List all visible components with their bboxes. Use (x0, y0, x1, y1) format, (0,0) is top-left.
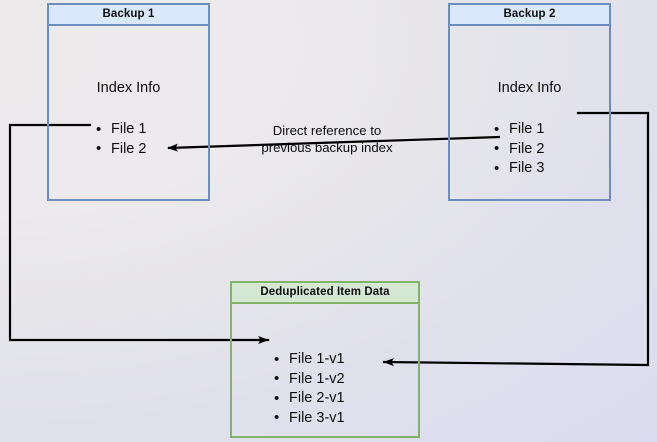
list-item: File 1-v2 (274, 369, 345, 390)
node-backup-1-header: Backup 1 (49, 5, 208, 26)
node-backup-1-body: Index Info File 1 File 2 (49, 26, 208, 199)
list-item: File 3 (494, 159, 544, 179)
list-item: File 1 (96, 120, 146, 140)
node-backup-2-subtitle: Index Info (497, 80, 562, 96)
node-backup-2[interactable]: Backup 2 Index Info File 1 File 2 File 3 (448, 3, 611, 201)
node-backup-2-body: Index Info File 1 File 2 File 3 (450, 26, 609, 199)
node-deduplicated-item-data-header: Deduplicated Item Data (232, 283, 418, 304)
node-backup-1-file-list: File 1 File 2 (96, 120, 146, 159)
node-backup-1[interactable]: Backup 1 Index Info File 1 File 2 (47, 3, 210, 201)
list-item: File 2 (494, 139, 544, 160)
node-deduplicated-item-data-file-list: File 1-v1 File 1-v2 File 2-v1 File 3-v1 (274, 350, 345, 428)
node-backup-1-subtitle: Index Info (96, 80, 161, 96)
edge-label-direct-reference: Direct reference to previous backup inde… (261, 123, 393, 155)
list-item: File 1-v1 (274, 350, 345, 370)
list-item: File 2 (96, 139, 146, 160)
list-item: File 3-v1 (274, 408, 345, 429)
node-backup-2-header: Backup 2 (450, 5, 609, 26)
list-item: File 1 (494, 120, 544, 140)
node-backup-2-file-list: File 1 File 2 File 3 (494, 120, 544, 179)
node-deduplicated-item-data-body: File 1-v1 File 1-v2 File 2-v1 File 3-v1 (232, 304, 418, 436)
list-item: File 2-v1 (274, 389, 345, 409)
node-deduplicated-item-data[interactable]: Deduplicated Item Data File 1-v1 File 1-… (230, 281, 420, 438)
